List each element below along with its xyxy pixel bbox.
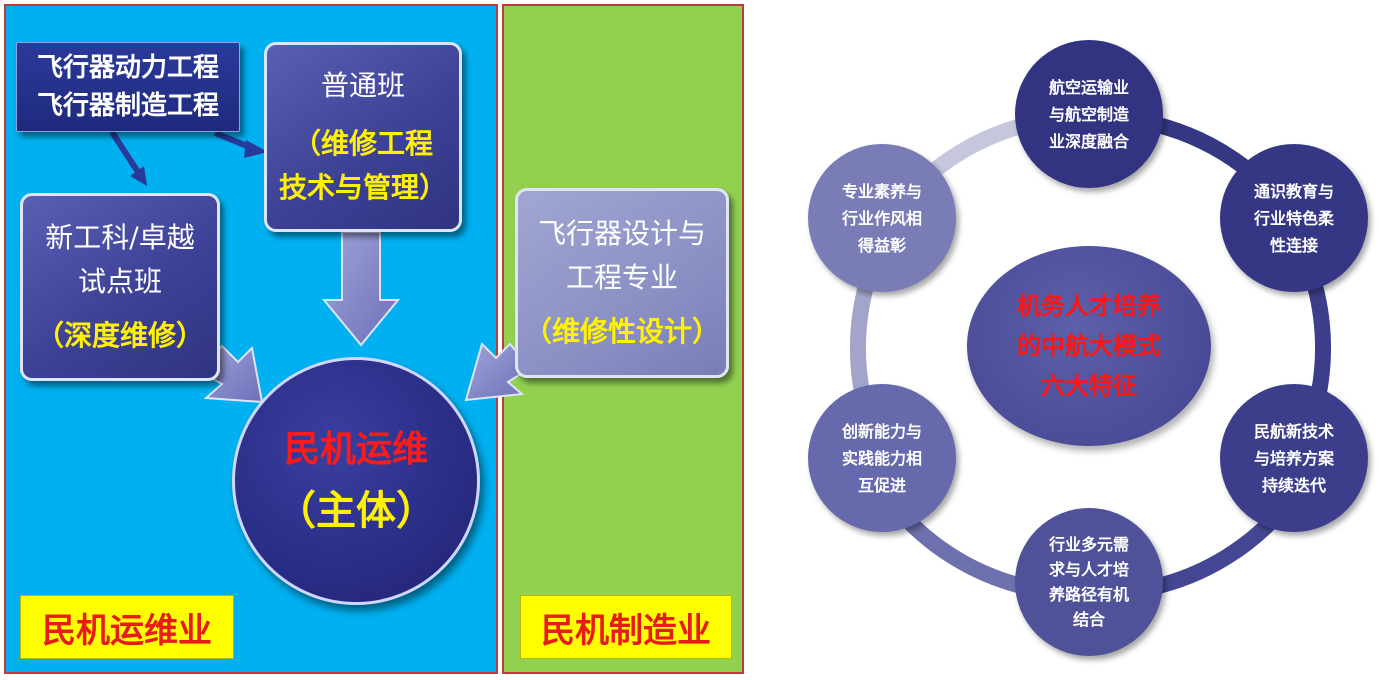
pilot-class-title-2: 试点班 xyxy=(77,265,162,298)
program-major-1: 飞行器动力工程 xyxy=(36,53,219,83)
feature-node-2-text: 通识教育与 行业特色柔 性连接 xyxy=(1253,181,1334,255)
feature-node-2: 通识教育与 行业特色柔 性连接 xyxy=(1220,144,1368,292)
program-major-2: 飞行器制造工程 xyxy=(36,91,219,121)
design-major-box: 飞行器设计与 工程专业 （维修性设计） xyxy=(515,188,729,378)
center-feature-circle: 机务人才培养 的中航大模式 六大特征 xyxy=(967,246,1211,446)
mfg-industry-label: 民机制造业 xyxy=(520,595,732,659)
regular-class-focus-2: 技术与管理） xyxy=(278,171,447,204)
arrow-design-to-main xyxy=(464,342,532,402)
main-ops-circle: 民机运维 （主体） xyxy=(232,357,480,605)
pilot-class-title-1: 新工科/卓越 xyxy=(45,221,195,254)
arrow-regular-to-main xyxy=(321,231,401,347)
feature-node-1-text: 航空运输业 与航空制造 业深度融合 xyxy=(1048,77,1129,151)
program-majors-box: 飞行器动力工程 飞行器制造工程 xyxy=(16,42,240,132)
feature-node-5: 创新能力与 实践能力相 互促进 xyxy=(808,384,956,532)
regular-class-box: 普通班 （维修工程 技术与管理） xyxy=(264,42,462,232)
ops-industry-label: 民机运维业 xyxy=(20,595,234,659)
feature-node-3: 民航新技术 与培养方案 持续迭代 xyxy=(1220,384,1368,532)
feature-node-4-text: 行业多元需 求与人才培 养路径有机 结合 xyxy=(1048,535,1129,629)
design-major-focus: （维修性设计） xyxy=(523,315,720,348)
feature-node-6-text: 专业素养与 行业作风相 得益彰 xyxy=(841,181,922,255)
main-circle-subtitle: （主体） xyxy=(276,487,436,534)
center-feature-text: 机务人才培养 的中航大模式 六大特征 xyxy=(1017,292,1161,400)
feature-node-5-text: 创新能力与 实践能力相 互促进 xyxy=(841,421,922,495)
feature-node-6: 专业素养与 行业作风相 得益彰 xyxy=(808,144,956,292)
design-major-title-2: 工程专业 xyxy=(565,261,678,294)
pilot-class-box: 新工科/卓越 试点班 （深度维修） xyxy=(20,193,220,381)
arrow-program-to-pilot xyxy=(109,130,147,186)
feature-node-1: 航空运输业 与航空制造 业深度融合 xyxy=(1015,40,1163,188)
feature-node-3-text: 民航新技术 与培养方案 持续迭代 xyxy=(1253,421,1334,495)
pilot-class-focus: （深度维修） xyxy=(35,319,204,352)
design-major-title-1: 飞行器设计与 xyxy=(537,217,706,250)
feature-node-4: 行业多元需 求与人才培 养路径有机 结合 xyxy=(1015,508,1163,656)
arrow-program-to-regular xyxy=(213,130,268,158)
regular-class-focus-1: （维修工程 xyxy=(292,127,433,160)
regular-class-title: 普通班 xyxy=(320,69,405,102)
main-circle-title: 民机运维 xyxy=(283,428,428,470)
arrows-layer xyxy=(109,130,532,404)
